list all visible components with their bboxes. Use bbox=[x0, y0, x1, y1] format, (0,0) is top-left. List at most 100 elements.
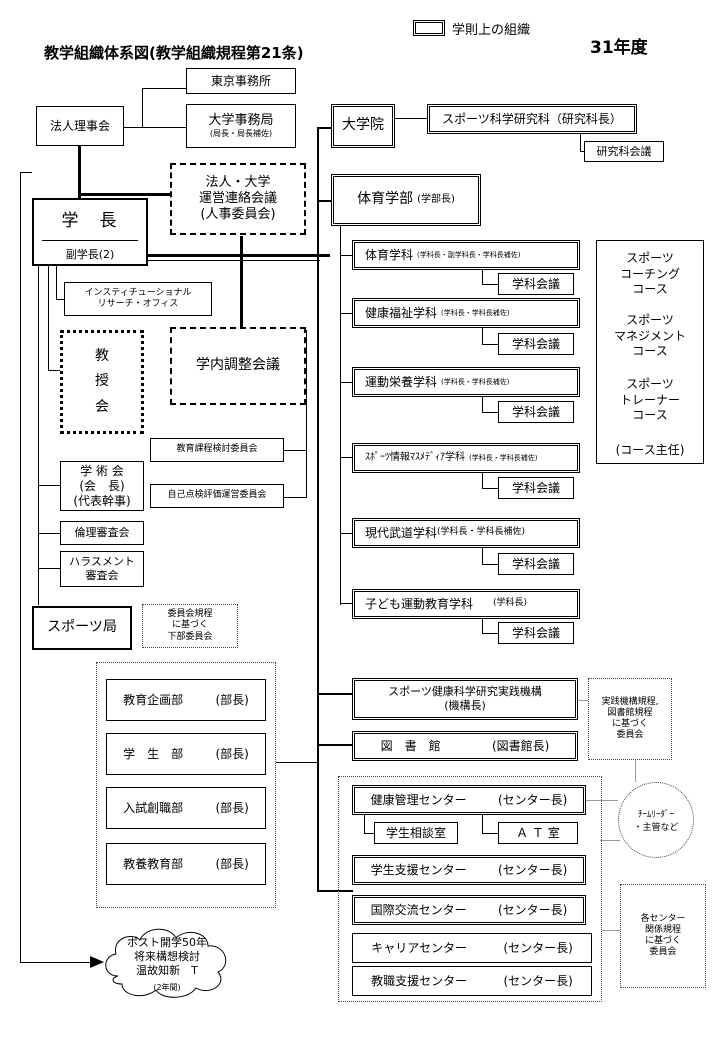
dept-council: 学科会議 bbox=[498, 553, 574, 575]
library-label: 図 書 館 bbox=[380, 738, 441, 753]
dept-health-welfare: 健康福祉学科 (学科長・学科長補佐) bbox=[352, 298, 580, 328]
dept-council: 学科会議 bbox=[498, 333, 574, 355]
pe-faculty: 体育学部 (学部長) bbox=[331, 174, 481, 226]
dept-planning: 教育企画部 (部長) bbox=[106, 679, 266, 721]
course-chief: (コース主任) bbox=[615, 443, 685, 457]
liaison-council: 法人・大学 運営連絡会議 (人事委員会) bbox=[170, 163, 306, 235]
career-center: キャリアセンター (センター長) bbox=[352, 933, 592, 963]
center-role: (センター長) bbox=[503, 940, 573, 955]
international-exchange-center: 国際交流センター (センター長) bbox=[352, 895, 586, 925]
president-box: 学 長 副学長(2) bbox=[32, 198, 148, 266]
course-coaching: スポーツ コーチング コース bbox=[619, 251, 680, 297]
dept-name: 子ども運動教育学科 bbox=[365, 596, 474, 611]
dept-name: 教育企画部 bbox=[123, 692, 184, 707]
dept-name: 健康福祉学科 bbox=[365, 305, 438, 320]
center-name: 健康管理センター bbox=[370, 792, 467, 807]
ethics-committee: 倫理審査会 bbox=[60, 521, 144, 545]
sports-science-graduate: スポーツ科学研究科（研究科長） bbox=[427, 104, 637, 134]
cloud-label: ポスト開学50年 将来構想検討 温故知新 T bbox=[127, 936, 207, 977]
dept-nutrition: 運動栄養学科 (学科長・学科長補佐) bbox=[352, 367, 580, 397]
dept-role: (学科長・学科長補佐) bbox=[441, 377, 510, 386]
dept-name: 学 生 部 bbox=[123, 746, 184, 761]
legend-swatch bbox=[413, 20, 445, 36]
sports-bureau: スポーツ局 bbox=[32, 606, 132, 650]
curriculum-committee: 教育課程検討委員会 bbox=[150, 438, 284, 462]
sub-committee-note: 委員会規程 に基づく 下部委員会 bbox=[142, 604, 238, 648]
sports-health-institute: スポーツ健康科学研究実践機構 (機構長) bbox=[352, 678, 578, 720]
tokyo-office: 東京事務所 bbox=[186, 68, 296, 94]
harassment-committee: ハラスメント 審査会 bbox=[60, 551, 144, 587]
library: 図 書 館 (図書館長) bbox=[352, 731, 578, 761]
dept-physical-education: 体育学科 (学科長・副学科長・学科長補佐) bbox=[352, 240, 580, 270]
legend-label: 学則上の組織 bbox=[452, 23, 531, 38]
arrow-icon bbox=[90, 956, 104, 968]
graduate-council: 研究科会議 bbox=[584, 141, 664, 162]
ir-office: インスティチューショナル リサーチ・オフィス bbox=[64, 282, 212, 316]
university-office-role: (局長・局長補佐) bbox=[209, 129, 273, 139]
president-label: 学 長 bbox=[61, 211, 119, 231]
university-office: 大学事務局 (局長・局長補佐) bbox=[186, 104, 296, 148]
cloud-sub: (2年間) bbox=[153, 983, 181, 992]
dept-name: ｽﾎﾟｰﾂ情報ﾏｽﾒﾃﾞｨｱ学科 bbox=[365, 451, 465, 463]
faculty-council: 教 授 会 bbox=[60, 330, 144, 434]
dept-name: 入試創職部 bbox=[123, 800, 184, 815]
team-leader-circle: ﾁｰﾑﾘｰﾀﾞｰ ・主管など bbox=[618, 782, 694, 858]
center-name: 国際交流センター bbox=[370, 902, 467, 917]
vice-president-label: 副学長(2) bbox=[65, 248, 115, 261]
health-center: 健康管理センター (センター長) bbox=[352, 785, 586, 815]
dept-role: (部長) bbox=[215, 746, 249, 761]
dept-role: (学科長) bbox=[493, 598, 528, 609]
center-name: 学生支援センター bbox=[370, 862, 467, 877]
center-name: 教職支援センター bbox=[371, 973, 468, 988]
dept-sports-media: ｽﾎﾟｰﾂ情報ﾏｽﾒﾃﾞｨｱ学科 (学科長・学科長補佐) bbox=[352, 443, 580, 473]
dept-budo: 現代武道学科 (学科長・学科長補佐) bbox=[352, 518, 580, 548]
at-room: Ａ Ｔ 室 bbox=[498, 822, 578, 844]
dept-council: 学科会議 bbox=[498, 622, 574, 644]
academic-society: 学 術 会 (会 長) (代表幹事) bbox=[60, 461, 144, 511]
centers-group bbox=[338, 776, 602, 1002]
dept-role: (学科長・副学科長・学科長補佐) bbox=[417, 250, 521, 259]
pe-faculty-label: 体育学部 bbox=[357, 191, 414, 208]
dept-role: (学科長・学科長補佐) bbox=[437, 527, 526, 538]
center-role: (センター長) bbox=[497, 902, 568, 917]
center-role: (センター長) bbox=[503, 973, 573, 988]
dept-name: 体育学科 bbox=[365, 247, 414, 262]
dept-role: (学科長・学科長補佐) bbox=[469, 453, 538, 462]
center-name: キャリアセンター bbox=[371, 940, 467, 955]
counseling-room: 学生相談室 bbox=[374, 822, 458, 844]
cloud-shape bbox=[105, 928, 227, 998]
dept-liberal-arts: 教養教育部 (部長) bbox=[106, 843, 266, 885]
dept-child-movement: 子ども運動教育学科 (学科長) bbox=[352, 589, 580, 619]
center-committee-note: 各センター 関係規程 に基づく 委員会 bbox=[620, 884, 706, 988]
dept-council: 学科会議 bbox=[498, 401, 574, 423]
university-office-label: 大学事務局 bbox=[208, 112, 274, 128]
student-support-center: 学生支援センター (センター長) bbox=[352, 855, 586, 885]
departments-group bbox=[96, 662, 276, 908]
courses-box: スポーツ コーチング コース スポーツ マネジメント コース スポーツ トレーナ… bbox=[596, 240, 704, 464]
dept-student: 学 生 部 (部長) bbox=[106, 733, 266, 775]
center-role: (センター長) bbox=[497, 792, 568, 807]
dept-role: (学科長・学科長補佐) bbox=[441, 308, 510, 317]
teacher-support-center: 教職支援センター (センター長) bbox=[352, 966, 592, 996]
dept-council: 学科会議 bbox=[498, 273, 574, 295]
coordination-council: 学内調整会議 bbox=[170, 327, 306, 405]
institute-committee-note: 実践機構規程, 図書館規程 に基づく 委員会 bbox=[588, 678, 672, 760]
chart-title: 教学組織体系図(教学組織規程第21条) bbox=[44, 44, 304, 62]
course-trainer: スポーツ トレーナー コース bbox=[619, 377, 680, 423]
course-management: スポーツ マネジメント コース bbox=[613, 313, 686, 359]
center-role: (センター長) bbox=[497, 862, 568, 877]
dept-name: 現代武道学科 bbox=[365, 525, 438, 540]
dept-role: (部長) bbox=[215, 856, 249, 871]
board-of-directors: 法人理事会 bbox=[36, 106, 124, 146]
dept-name: 運動栄養学科 bbox=[365, 374, 438, 389]
fiscal-year: 31年度 bbox=[590, 38, 648, 58]
dept-council: 学科会議 bbox=[498, 477, 574, 499]
dept-admissions: 入試創職部 (部長) bbox=[106, 787, 266, 829]
pe-faculty-role: (学部長) bbox=[417, 193, 455, 205]
graduate-school: 大学院 bbox=[331, 104, 395, 148]
self-evaluation-committee: 自己点検評価運営委員会 bbox=[150, 484, 284, 508]
dept-name: 教養教育部 bbox=[123, 856, 184, 871]
library-role: (図書館長) bbox=[491, 738, 550, 753]
dept-role: (部長) bbox=[215, 692, 249, 707]
dept-role: (部長) bbox=[215, 800, 249, 815]
